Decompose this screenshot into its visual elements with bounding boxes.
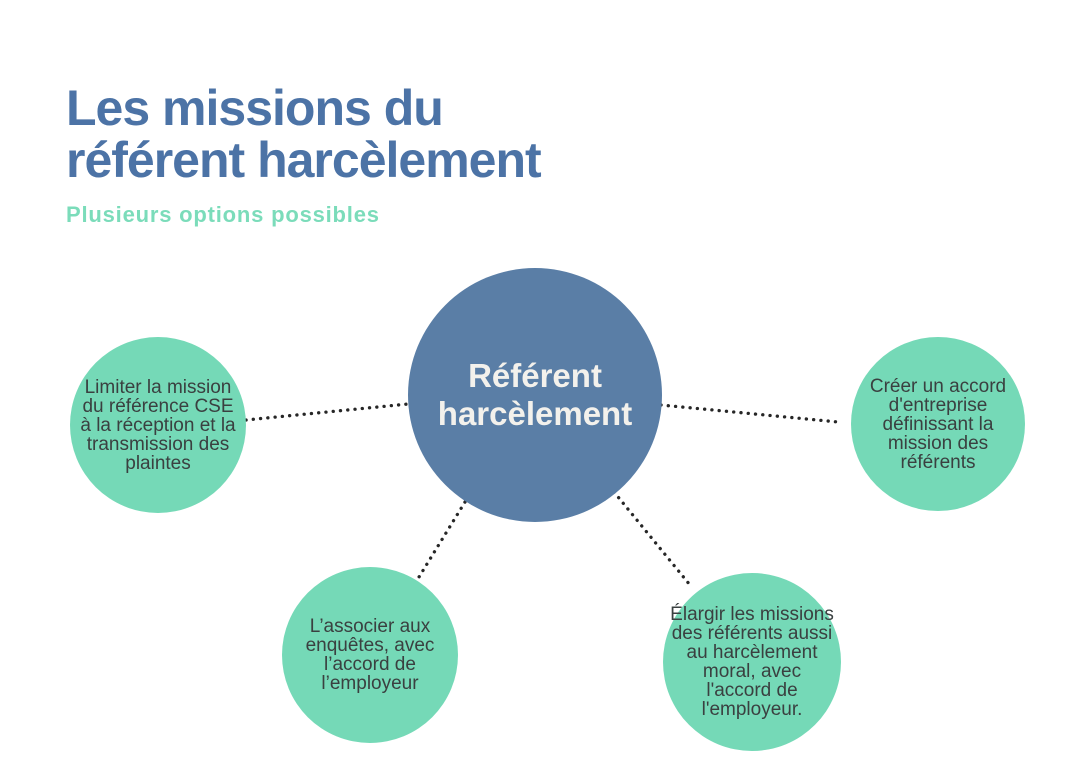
node-limiter-la-mission: Limiter la mission du référence CSE à la…	[70, 337, 246, 513]
node-associer-aux-enquetes: L’associer aux enquêtes, avec l’accord d…	[282, 567, 458, 743]
connector-bottom-left-dotted-line	[417, 500, 467, 579]
page-title: Les missions du référent harcèlement	[66, 80, 542, 188]
connector-right-dotted-line	[659, 403, 840, 424]
connector-left-dotted-line	[244, 402, 410, 422]
node-associer-aux-enquetes-label: L’associer aux enquêtes, avec l’accord d…	[305, 616, 435, 694]
central-node-referent-harcelement: Référent harcèlement	[408, 268, 662, 522]
central-node-label: Référent harcèlement	[437, 357, 633, 432]
node-elargir-les-missions: Élargir les missions des référents aussi…	[663, 573, 841, 751]
page-title-line-2: référent harcèlement	[66, 132, 542, 188]
page-subtitle: Plusieurs options possibles	[66, 202, 380, 227]
header: Les missions du référent harcèlement Plu…	[66, 80, 542, 228]
node-limiter-la-mission-label: Limiter la mission du référence CSE à la…	[80, 376, 236, 474]
node-creer-un-accord-label: Créer un accord d'entreprise définissant…	[869, 375, 1007, 473]
node-creer-un-accord: Créer un accord d'entreprise définissant…	[851, 337, 1025, 511]
page-title-line-1: Les missions du	[66, 80, 444, 136]
node-elargir-les-missions-label: Élargir les missions des référents aussi…	[670, 604, 834, 720]
connector-bottom-right-dotted-line	[612, 490, 692, 587]
